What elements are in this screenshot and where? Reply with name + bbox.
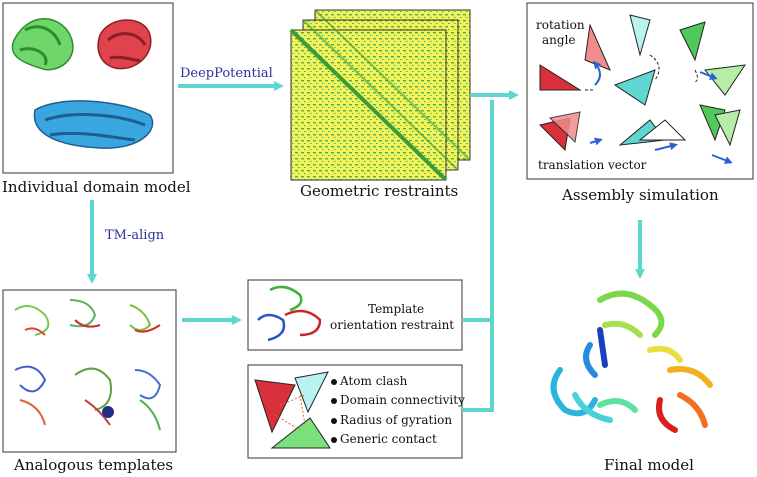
template-structure-icons: [14, 299, 162, 431]
flow-arrows: [87, 81, 645, 412]
template-restraint-line1: Template: [368, 302, 425, 316]
tmalign-label: TM-align: [105, 228, 165, 243]
green-domain-icon: [11, 18, 74, 71]
energy-term-gyration: Radius of gyration: [340, 413, 453, 427]
analogous-templates-label: Analogous templates: [14, 456, 174, 474]
energy-term-atom-clash: Atom clash: [340, 374, 408, 388]
translation-vector-label: translation vector: [538, 158, 647, 172]
rotation-label-line1: rotation: [536, 18, 585, 32]
assembly-simulation-label: Assembly simulation: [562, 186, 719, 204]
final-model-label: Final model: [604, 456, 694, 474]
template-restraint-line2: orientation restraint: [330, 318, 455, 332]
contact-map-stack: [289, 9, 471, 182]
bullet-dots: [331, 379, 337, 443]
energy-term-connectivity: Domain connectivity: [340, 393, 465, 407]
geometric-restraints-label: Geometric restraints: [300, 182, 459, 200]
assembly-triangles: [539, 14, 747, 164]
energy-term-contact: Generic contact: [340, 432, 437, 446]
deeppotential-label: DeepPotential: [180, 66, 273, 81]
final-model-structure: [550, 290, 713, 433]
template-complex-icon: [257, 285, 322, 342]
template-orientation-box: [247, 279, 463, 351]
rotation-label-line2: angle: [542, 33, 576, 47]
blue-domain-icon: [33, 100, 154, 149]
energy-triangles: [254, 371, 331, 449]
connector-energy-up: [462, 320, 494, 412]
domain-model-label: Individual domain model: [2, 178, 191, 196]
red-domain-icon: [97, 19, 152, 70]
analogous-templates-box: [2, 289, 177, 453]
